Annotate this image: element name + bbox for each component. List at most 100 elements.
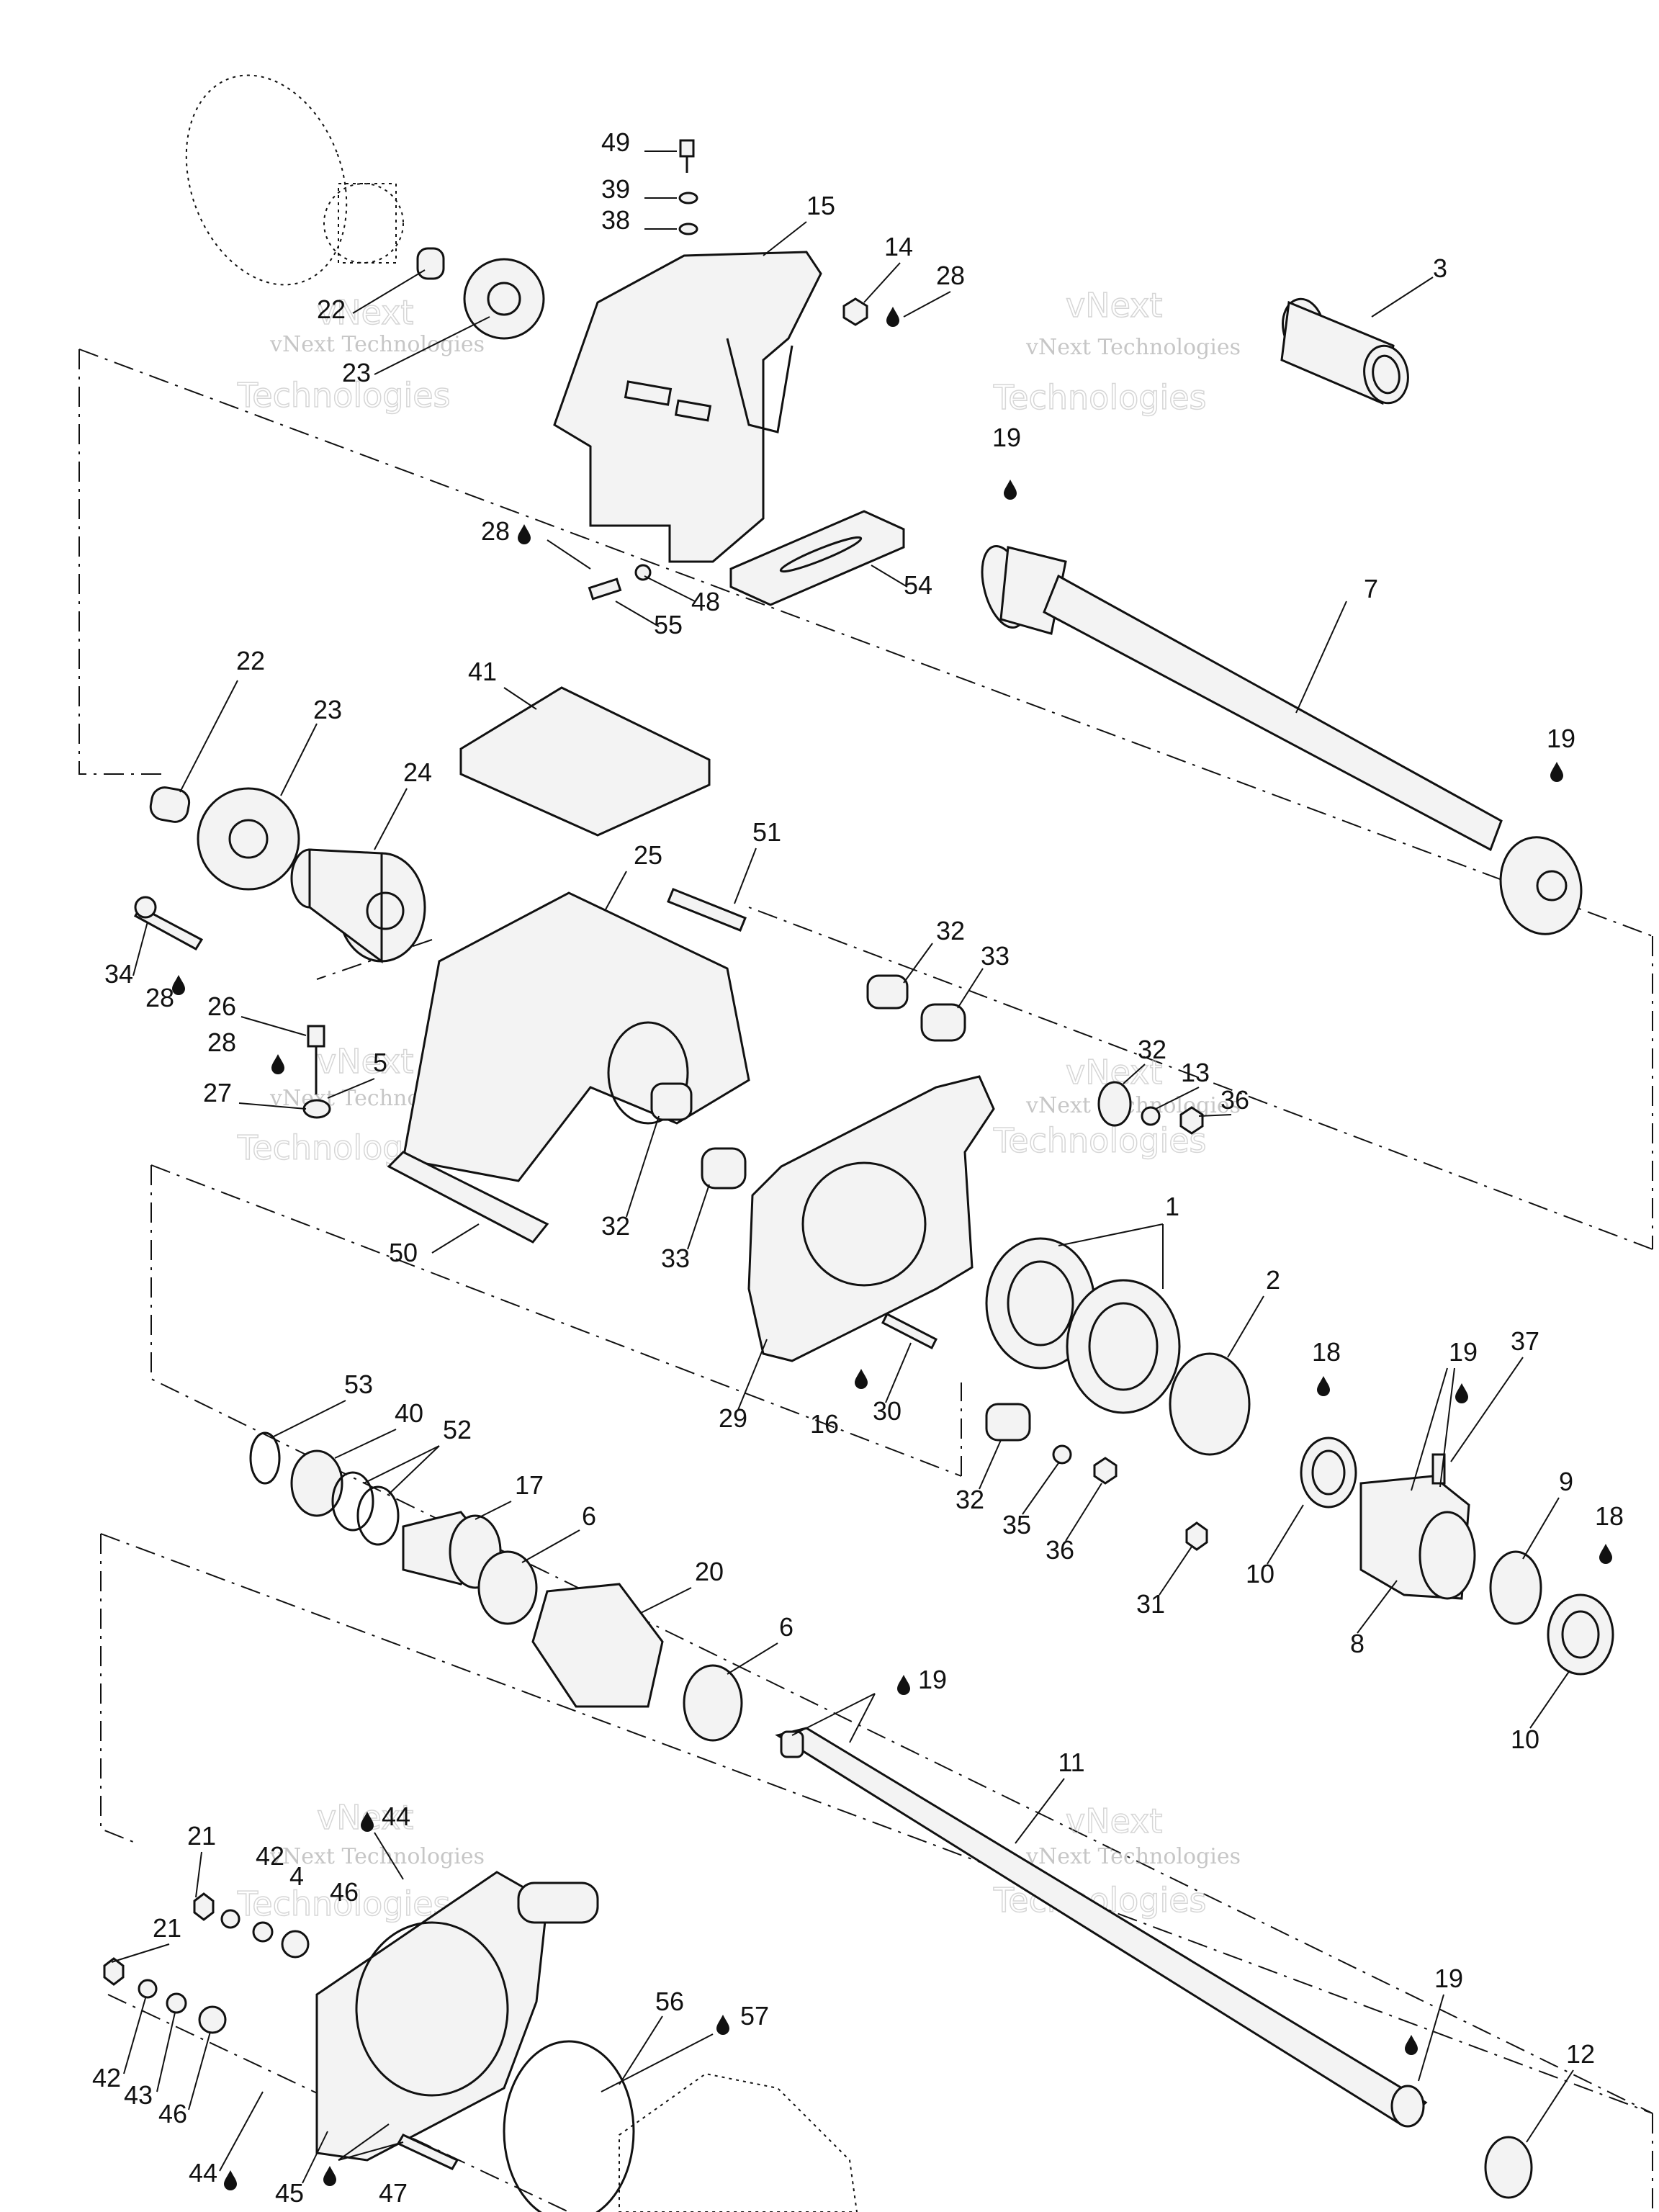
- svg-text:vNext: vNext: [1066, 286, 1162, 325]
- oring-part-52a: [331, 1471, 374, 1532]
- coupler-part-23-top: [463, 258, 545, 340]
- grease-drop-icon: [1405, 2035, 1418, 2055]
- boot-part-20: [531, 1583, 664, 1708]
- callout-30: 30: [873, 1396, 902, 1426]
- nut-part-14: [842, 297, 868, 326]
- washer-part-13: [1141, 1106, 1161, 1126]
- callout-19: 19: [1547, 724, 1575, 753]
- grease-drop-icon: [1317, 1376, 1330, 1396]
- svg-text:vNext Technologies: vNext Technologies: [1025, 1093, 1241, 1118]
- svg-text:vNext Technologies: vNext Technologies: [269, 1844, 485, 1869]
- plate-part-2: [1169, 1352, 1251, 1456]
- callout-36: 36: [1046, 1535, 1074, 1565]
- callout-32: 32: [601, 1211, 630, 1241]
- grease-drop-icon: [323, 2166, 336, 2186]
- callout-47: 47: [379, 2178, 408, 2208]
- washer-part-46b: [198, 2005, 227, 2034]
- callout-18: 18: [1595, 1501, 1624, 1531]
- callout-42: 42: [256, 1841, 284, 1871]
- callout-29: 29: [719, 1403, 747, 1433]
- clamp-part-6b: [683, 1664, 743, 1742]
- bushing-part-22: [149, 786, 191, 823]
- seal-part-40: [290, 1449, 343, 1517]
- shaft-stub-part-45: [517, 1881, 599, 1924]
- callout-44: 44: [382, 1802, 410, 1831]
- assembly-guide-lines: [78, 349, 1653, 2212]
- grease-drop-icon: [172, 975, 185, 995]
- impeller-shaft-part-11: [775, 1727, 1428, 2128]
- nut-part-21b: [103, 1957, 125, 1986]
- washer-part-39: [678, 192, 698, 204]
- callout-2: 2: [1266, 1265, 1280, 1295]
- grease-drop-icon: [1455, 1383, 1468, 1403]
- callout-13: 13: [1181, 1058, 1210, 1087]
- callout-22: 22: [317, 295, 346, 324]
- screw-part-47: [396, 2134, 459, 2170]
- grease-drop-icon: [886, 307, 899, 327]
- callout-27: 27: [203, 1078, 232, 1107]
- drive-shaft-cover-part-15: [553, 251, 822, 563]
- callout-32: 32: [936, 916, 965, 945]
- bearing-part-9: [1489, 1550, 1542, 1625]
- callout-42: 42: [92, 2063, 121, 2092]
- svg-text:vNext Technologies: vNext Technologies: [1025, 335, 1241, 360]
- callout-22: 22: [236, 646, 265, 675]
- callout-21: 21: [153, 1913, 181, 1943]
- callout-37: 37: [1511, 1326, 1539, 1356]
- callout-48: 48: [691, 587, 720, 616]
- watermark-bottom: Technologies: [237, 376, 451, 415]
- callout-28: 28: [481, 516, 510, 546]
- stud-part-30: [881, 1312, 938, 1350]
- callout-41: 41: [468, 657, 497, 686]
- nut-part-31: [1185, 1521, 1208, 1551]
- callout-1: 1: [1165, 1192, 1179, 1221]
- callout-39: 39: [601, 174, 630, 204]
- callout-35: 35: [1002, 1510, 1031, 1539]
- callout-19: 19: [1449, 1337, 1478, 1367]
- callout-46: 46: [158, 2099, 187, 2128]
- bracket-part-54: [729, 510, 905, 606]
- mount-part-33-lower: [701, 1147, 747, 1190]
- grease-drop-icon: [361, 1812, 374, 1832]
- mount-part-32-right: [1097, 1081, 1132, 1127]
- callout-20: 20: [695, 1557, 724, 1586]
- callout-53: 53: [344, 1370, 373, 1399]
- callout-12: 12: [1566, 2039, 1595, 2069]
- callout-28: 28: [207, 1028, 236, 1057]
- support-part-25: [402, 891, 750, 1182]
- svg-text:Technologies: Technologies: [993, 378, 1207, 417]
- oring-part-52b: [356, 1485, 400, 1546]
- callout-19: 19: [992, 423, 1021, 452]
- drive-shaft-part-7: [981, 545, 1583, 935]
- svg-text:Technologies: Technologies: [993, 1121, 1207, 1160]
- nut-part-36: [1179, 1106, 1204, 1135]
- callout-50: 50: [389, 1238, 418, 1267]
- svg-text:vNext: vNext: [317, 1042, 413, 1081]
- grease-drop-icon: [1004, 480, 1017, 500]
- plate-part-50: [387, 1151, 549, 1244]
- callout-38: 38: [601, 205, 630, 235]
- grease-drop-icon: [897, 1675, 910, 1695]
- heat-shield-part-41: [459, 686, 711, 837]
- grease-drop-icon: [855, 1369, 868, 1389]
- watermark-top: vNext: [317, 293, 413, 332]
- callout-23: 23: [342, 358, 371, 387]
- callout-49: 49: [601, 127, 630, 157]
- callout-16: 16: [810, 1409, 839, 1439]
- callout-56: 56: [655, 1987, 684, 2016]
- engine-flywheel-ref: [185, 74, 404, 286]
- callout-6: 6: [582, 1501, 596, 1531]
- callout-17: 17: [515, 1470, 544, 1500]
- svg-text:vNext Technologies: vNext Technologies: [1025, 1844, 1241, 1869]
- callout-44: 44: [189, 2158, 217, 2188]
- grease-drop-icon: [224, 2170, 237, 2190]
- parts: [103, 74, 1614, 2212]
- callout-46: 46: [330, 1877, 359, 1907]
- seal-part-10b: [1547, 1593, 1614, 1676]
- seal-part-10a: [1300, 1437, 1357, 1509]
- callout-54: 54: [904, 570, 932, 600]
- washer-part-42b: [138, 1979, 158, 1999]
- bolt-part-55: [588, 577, 622, 601]
- callout-24: 24: [403, 757, 432, 787]
